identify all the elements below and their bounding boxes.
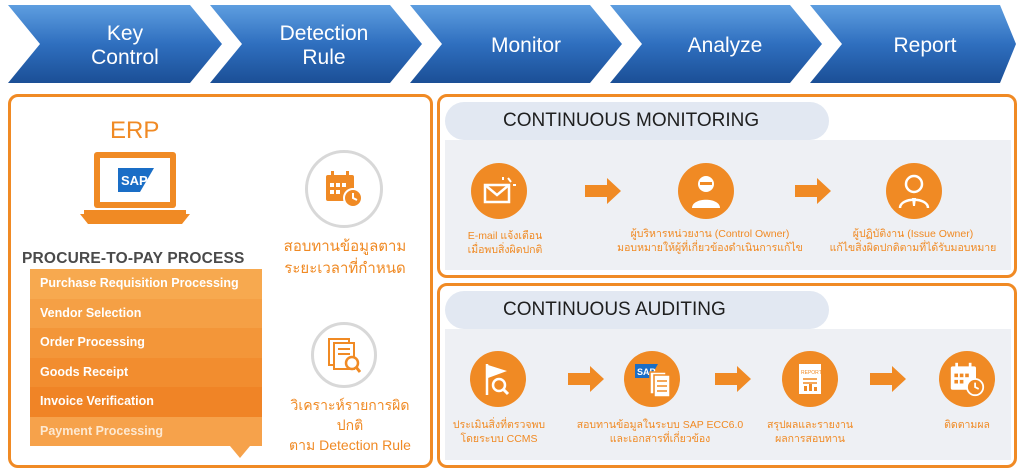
report-caption: สรุปผลและรายงาน ผลการสอบทาน bbox=[766, 419, 854, 445]
chevron-label-key-control: Key Control bbox=[91, 22, 159, 69]
sap-documents-caption: สอบทานข้อมูลในระบบ SAP ECC6.0 และเอกสารท… bbox=[576, 419, 744, 445]
erp-title: ERP bbox=[110, 117, 160, 144]
documents-search-icon bbox=[328, 338, 361, 373]
chevron-detection-rule bbox=[210, 5, 422, 83]
report-badge-text: REPORT bbox=[801, 370, 822, 376]
email-alert-icon bbox=[483, 177, 516, 204]
issue-owner-icon bbox=[898, 174, 930, 209]
chevron-label-report: Report bbox=[893, 34, 957, 57]
p2p-step: Goods Receipt bbox=[30, 357, 262, 387]
email-alert-caption: E-mail แจ้งเตือน เมื่อพบสิ่งผิดปกติ bbox=[467, 230, 543, 256]
monitoring-arrow-1 bbox=[585, 178, 621, 204]
analyze-circle bbox=[311, 322, 377, 388]
analyze-caption: วิเคราะห์รายการผิดปกติ ตาม Detection Rul… bbox=[289, 397, 411, 453]
calendar-follow-icon bbox=[950, 362, 985, 397]
flag-search-icon bbox=[485, 364, 510, 396]
control-owner-icon bbox=[692, 176, 720, 208]
p2p-step-arrow bbox=[230, 446, 250, 458]
email-alert-circle bbox=[471, 163, 527, 219]
p2p-step: Payment Processing bbox=[30, 416, 262, 446]
auditing-title: CONTINUOUS AUDITING bbox=[445, 291, 829, 329]
chevron-label-detection-rule: Detection Rule bbox=[279, 22, 369, 69]
p2p-step: Vendor Selection bbox=[30, 298, 262, 328]
calendar-follow-caption: ติดตามผล bbox=[944, 419, 990, 431]
monitoring-title: CONTINUOUS MONITORING bbox=[445, 102, 829, 140]
auditing-band bbox=[445, 329, 1011, 460]
schedule-circle bbox=[305, 150, 383, 228]
calendar-follow-circle bbox=[939, 351, 995, 407]
issue-owner-caption: ผู้ปฏิบัติงาน (Issue Owner) แก้ไขสิ่งผิด… bbox=[829, 228, 997, 254]
process-chevron-bar bbox=[8, 5, 1016, 83]
p2p-step: Purchase Requisition Processing bbox=[30, 269, 262, 299]
sap-documents-icon: SAP bbox=[635, 364, 671, 398]
sap-badge-text: SAP bbox=[637, 367, 656, 377]
issue-owner-circle bbox=[886, 163, 942, 219]
chevron-analyze bbox=[610, 5, 822, 83]
chevron-label-analyze: Analyze bbox=[687, 34, 763, 57]
auditing-arrow-1 bbox=[568, 366, 604, 392]
p2p-step: Order Processing bbox=[30, 328, 262, 358]
control-owner-circle bbox=[678, 163, 734, 219]
report-circle: REPORT bbox=[782, 351, 838, 407]
laptop-sap-icon: SAP bbox=[80, 152, 190, 224]
calendar-clock-icon bbox=[326, 171, 363, 208]
auditing-arrow-3 bbox=[870, 366, 906, 392]
p2p-steps: Purchase Requisition Processing Vendor S… bbox=[30, 269, 262, 446]
sap-logo-text: SAP bbox=[121, 173, 148, 188]
flag-search-circle bbox=[470, 351, 526, 407]
report-icon: REPORT bbox=[799, 364, 822, 394]
auditing-arrow-2 bbox=[715, 366, 751, 392]
flag-search-caption: ประเมินสิ่งที่ตรวจพบ โดยระบบ CCMS bbox=[452, 419, 546, 445]
schedule-caption: สอบทานข้อมูลตาม ระยะเวลาที่กำหนด bbox=[283, 238, 407, 277]
sap-documents-circle: SAP bbox=[624, 351, 680, 407]
p2p-step: Invoice Verification bbox=[30, 387, 262, 417]
p2p-title: PROCURE-TO-PAY PROCESS bbox=[22, 250, 245, 267]
chevron-key-control bbox=[8, 5, 222, 83]
chevron-monitor bbox=[410, 5, 622, 83]
control-owner-caption: ผู้บริหารหน่วยงาน (Control Owner) มอบหมา… bbox=[617, 228, 803, 254]
chevron-report bbox=[810, 5, 1016, 83]
monitoring-arrow-2 bbox=[795, 178, 831, 204]
chevron-label-monitor: Monitor bbox=[490, 34, 562, 57]
